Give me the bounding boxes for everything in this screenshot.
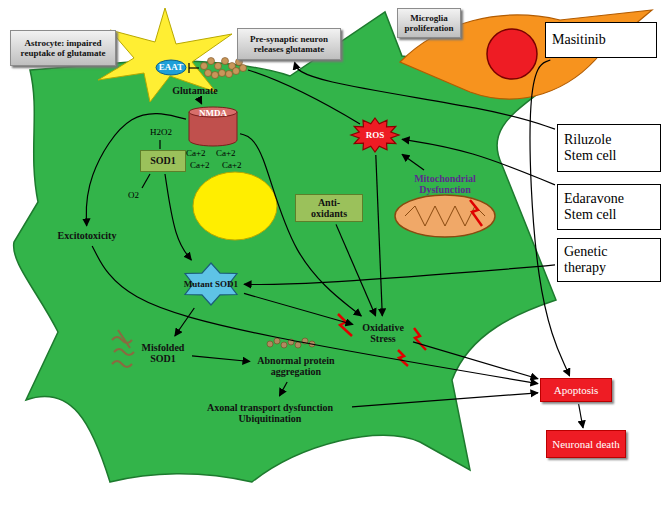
therapy-box: RiluzoleStem cell [557, 124, 661, 172]
node-text: Stem cell [564, 148, 617, 164]
oxidative-bolts [338, 314, 426, 366]
connector-arrow [376, 155, 383, 316]
connector-arrow [92, 246, 538, 384]
chemical-label: Ca+2 [190, 160, 210, 170]
connector-arrow [579, 404, 583, 428]
node-text: Edaravone [564, 191, 624, 207]
process-label: Abnormal protein aggregation [252, 352, 340, 380]
node-text: Misfolded SOD1 [138, 342, 188, 364]
connector-arrow [200, 101, 202, 104]
therapy-box: Masitinib [545, 22, 657, 58]
node-text: Genetic therapy [564, 244, 634, 275]
ros-burst: ROS [350, 117, 400, 153]
node-text: Masitinib [552, 32, 606, 48]
chemical-label: Ca+2 [216, 148, 236, 158]
node-text: Riluzole [564, 132, 611, 148]
outcome-box: Apoptosis [540, 378, 612, 402]
misfolded-strands [112, 330, 134, 367]
node-text: Mutant SOD1 [184, 279, 238, 289]
connector-arrow [352, 393, 538, 407]
node-text: Oxidative Stress [357, 322, 409, 344]
chemical-label: Ca+2 [222, 160, 242, 170]
transporter: EAAT [155, 59, 187, 76]
organelle-label: Mitochondrial Dysfunction [395, 172, 495, 198]
connector-arrow [336, 224, 376, 316]
connector-arrow [244, 293, 353, 324]
node-text: Glutamate [172, 85, 218, 96]
callout-box: Microglia proliferation [397, 8, 461, 38]
connector-arrow [240, 134, 361, 316]
connector-arrow [279, 382, 287, 396]
node-text: Stem cell [564, 207, 617, 223]
enzyme-box: SOD1 [140, 150, 186, 172]
connector-arrow [192, 356, 250, 362]
process-label: Axonal transport dysfunction Ubiquitinat… [190, 398, 350, 428]
node-text: EAAT [159, 62, 183, 72]
node-text: NMDA [199, 108, 227, 118]
connector-arrow [175, 308, 194, 336]
node-text: Neuronal death [552, 438, 620, 450]
microglia-nucleus [487, 29, 537, 79]
node-text: Apoptosis [554, 384, 599, 396]
node-text: Microglia proliferation [402, 13, 456, 33]
nucleus [193, 172, 277, 240]
astrocyte-cell [98, 8, 232, 102]
mutant-star: Mutant SOD1 [180, 262, 242, 306]
node-text: Excitotoxicity [58, 230, 117, 241]
process-label: Oxidative Stress [355, 318, 411, 348]
process-label: Excitotoxicity [46, 228, 128, 244]
mitochondrion [395, 195, 495, 237]
callout-box: Astrocyte: impaired reuptake of glutamat… [10, 30, 116, 66]
connector-arrow [244, 265, 555, 285]
node-text: Abnormal protein aggregation [254, 355, 338, 377]
receptor: NMDA [188, 106, 238, 146]
process-label: Glutamate [163, 83, 227, 99]
therapy-box: Genetic therapy [557, 238, 661, 282]
node-text: SOD1 [150, 155, 176, 166]
outcome-box: Neuronal death [546, 430, 626, 458]
therapy-box: EdaravoneStem cell [557, 184, 661, 230]
chemical-label: H2O2 [150, 127, 172, 137]
chemical-label: O2 [128, 190, 139, 200]
callout-box: Pre-synaptic neuron releases glutamate [237, 28, 341, 60]
connector-arrow [295, 62, 556, 129]
node-text: Astrocyte: impaired reuptake of glutamat… [15, 38, 111, 58]
process-box: Anti-oxidants [295, 194, 363, 222]
process-label: Misfolded SOD1 [136, 338, 190, 368]
node-text: Mitochondrial Dysfunction [397, 173, 493, 195]
node-text: Anti-oxidants [300, 197, 358, 219]
node-text: Axonal transport dysfunction Ubiquitinat… [192, 402, 348, 424]
connector-arrow [165, 174, 191, 260]
connector-arrow [402, 154, 424, 170]
node-text: Pre-synaptic neuron releases glutamate [242, 34, 336, 54]
glutamate-vesicles [201, 58, 247, 79]
node-text: ROS [366, 130, 385, 140]
chemical-label: Ca+2 [186, 148, 206, 158]
